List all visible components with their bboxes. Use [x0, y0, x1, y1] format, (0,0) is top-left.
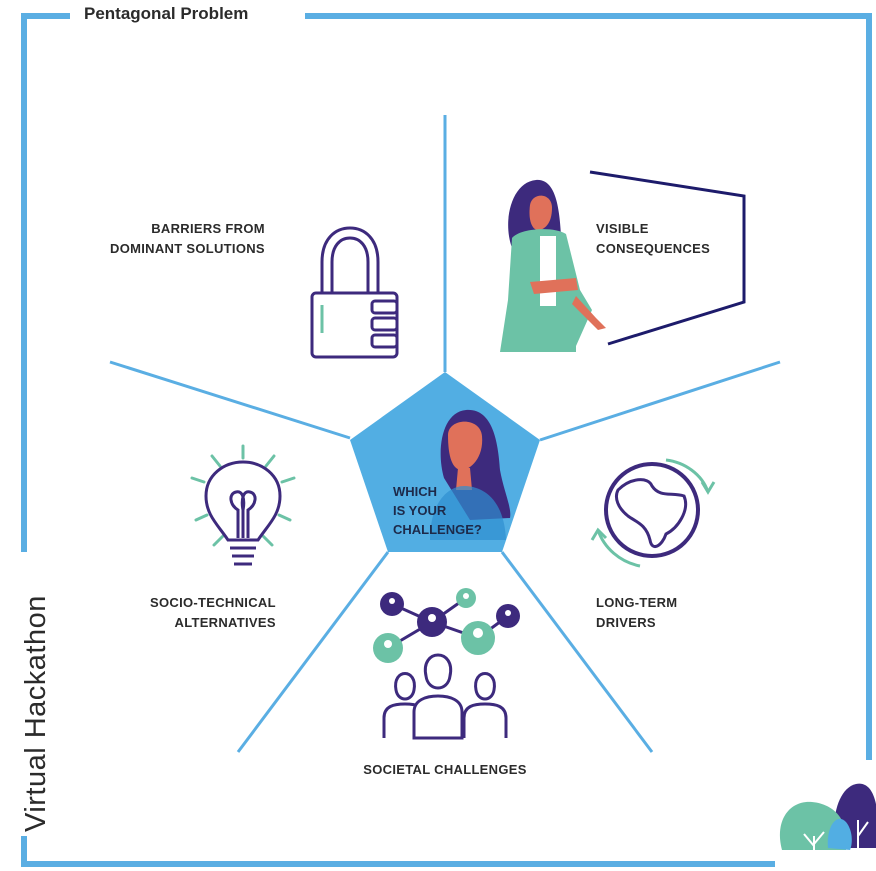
network-people-icon — [373, 588, 520, 740]
frame-border-top — [305, 13, 872, 760]
label-barriers: BARRIERS FROM DOMINANT SOLUTIONS — [110, 221, 265, 256]
frame-border — [21, 13, 70, 552]
side-title: Virtual Hackathon — [20, 595, 52, 832]
lightbulb-icon — [190, 444, 296, 566]
divider-lines — [109, 115, 781, 753]
frame-border-bottom — [21, 836, 775, 867]
diagram-title: Pentagonal Problem — [76, 4, 257, 24]
woman-icon — [430, 409, 511, 540]
center-question: WHICH IS YOUR CHALLENGE? — [393, 484, 482, 537]
label-drivers: LONG-TERM DRIVERS — [596, 595, 678, 630]
globe-icon — [590, 458, 716, 568]
label-societal: SOCIETAL CHALLENGES — [363, 762, 527, 777]
label-alternatives: SOCIO-TECHNICAL ALTERNATIVES — [150, 595, 276, 630]
presenter-icon — [500, 170, 746, 352]
label-consequences: VISIBLE CONSEQUENCES — [596, 221, 711, 256]
tree-logo-icon — [779, 783, 876, 868]
padlock-icon — [310, 226, 399, 359]
